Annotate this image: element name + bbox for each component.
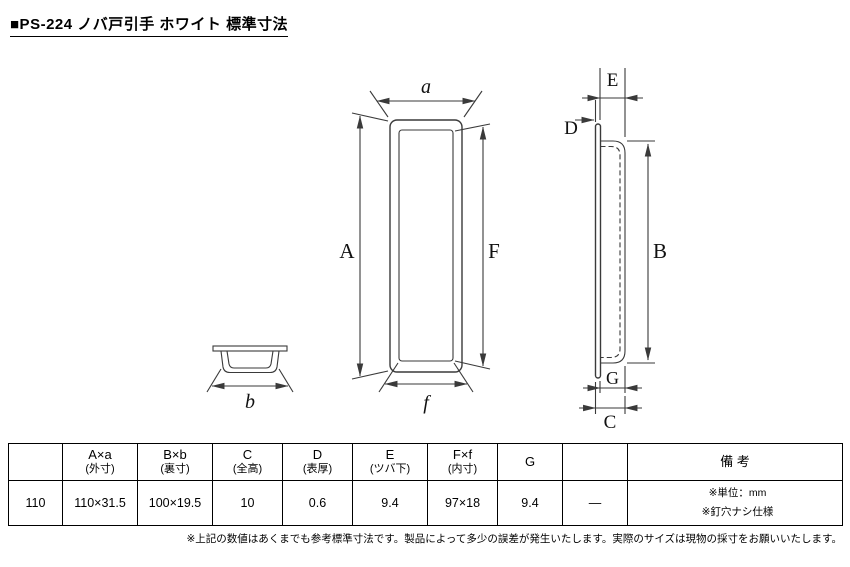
dim-b: b xyxy=(206,368,294,413)
col-header-axa: A×a(外寸) xyxy=(62,443,138,481)
remark-spec: ※釘穴ナシ仕様 xyxy=(701,506,774,518)
remark-unit: ※単位：mm xyxy=(708,487,767,500)
dim-f: f xyxy=(378,362,474,414)
dim-label-G: G xyxy=(606,368,619,388)
dim-label-f: f xyxy=(423,392,431,414)
front-view xyxy=(389,119,463,373)
cell-size: 110 xyxy=(8,480,63,526)
dim-A: A xyxy=(339,112,389,380)
table-header-row: A×a(外寸) B×b(裏寸) C(全高) D(表厚) E(ツバ下) F×f(内… xyxy=(8,443,843,481)
cell-remarks: ※単位：mm ※釘穴ナシ仕様 xyxy=(627,480,843,526)
dim-label-C: C xyxy=(604,412,617,433)
cell-c: 10 xyxy=(212,480,283,526)
spec-table: A×a(外寸) B×b(裏寸) C(全高) D(表厚) E(ツバ下) F×f(内… xyxy=(8,443,843,526)
cell-bxb: 100×19.5 xyxy=(137,480,213,526)
dim-F: F xyxy=(454,123,500,370)
cell-blank: — xyxy=(562,480,628,526)
dim-E: E xyxy=(582,68,643,137)
dim-label-b: b xyxy=(245,391,255,413)
dim-B: B xyxy=(627,140,667,364)
col-header-blank xyxy=(562,443,628,481)
dim-label-E: E xyxy=(607,70,619,91)
side-view xyxy=(594,123,626,379)
cell-d: 0.6 xyxy=(282,480,353,526)
cell-axa: 110×31.5 xyxy=(62,480,138,526)
bottom-view xyxy=(212,345,288,374)
footer-note: ※上記の数値はあくまでも参考標準寸法です。製品によって多少の誤差が発生いたします… xyxy=(186,533,843,545)
dim-label-B: B xyxy=(653,239,667,263)
col-header-fxf: F×f(内寸) xyxy=(427,443,498,481)
cell-g: 9.4 xyxy=(497,480,563,526)
col-header-bxb: B×b(裏寸) xyxy=(137,443,213,481)
col-header-size xyxy=(8,443,63,481)
dim-label-F: F xyxy=(488,239,500,263)
dim-D: D xyxy=(564,100,597,139)
dim-a: a xyxy=(369,76,483,118)
cell-fxf: 97×18 xyxy=(427,480,498,526)
dim-label-A: A xyxy=(339,239,355,263)
page-title: ■PS-224 ノバ戸引手 ホワイト 標準寸法 xyxy=(10,13,289,37)
col-header-e: E(ツバ下) xyxy=(352,443,428,481)
dim-G: G xyxy=(583,366,642,393)
dim-label-D: D xyxy=(564,118,578,139)
cell-e: 9.4 xyxy=(352,480,428,526)
col-header-remarks: 備 考 xyxy=(627,443,843,481)
col-header-d: D(表厚) xyxy=(282,443,353,481)
dim-label-a: a xyxy=(421,76,431,98)
table-data-row: 110 110×31.5 100×19.5 10 0.6 9.4 97×18 9… xyxy=(8,480,843,526)
col-header-g: G xyxy=(497,443,563,481)
dimension-drawing: a A F f xyxy=(206,68,667,433)
col-header-c: C(全高) xyxy=(212,443,283,481)
dim-C: C xyxy=(579,382,642,433)
